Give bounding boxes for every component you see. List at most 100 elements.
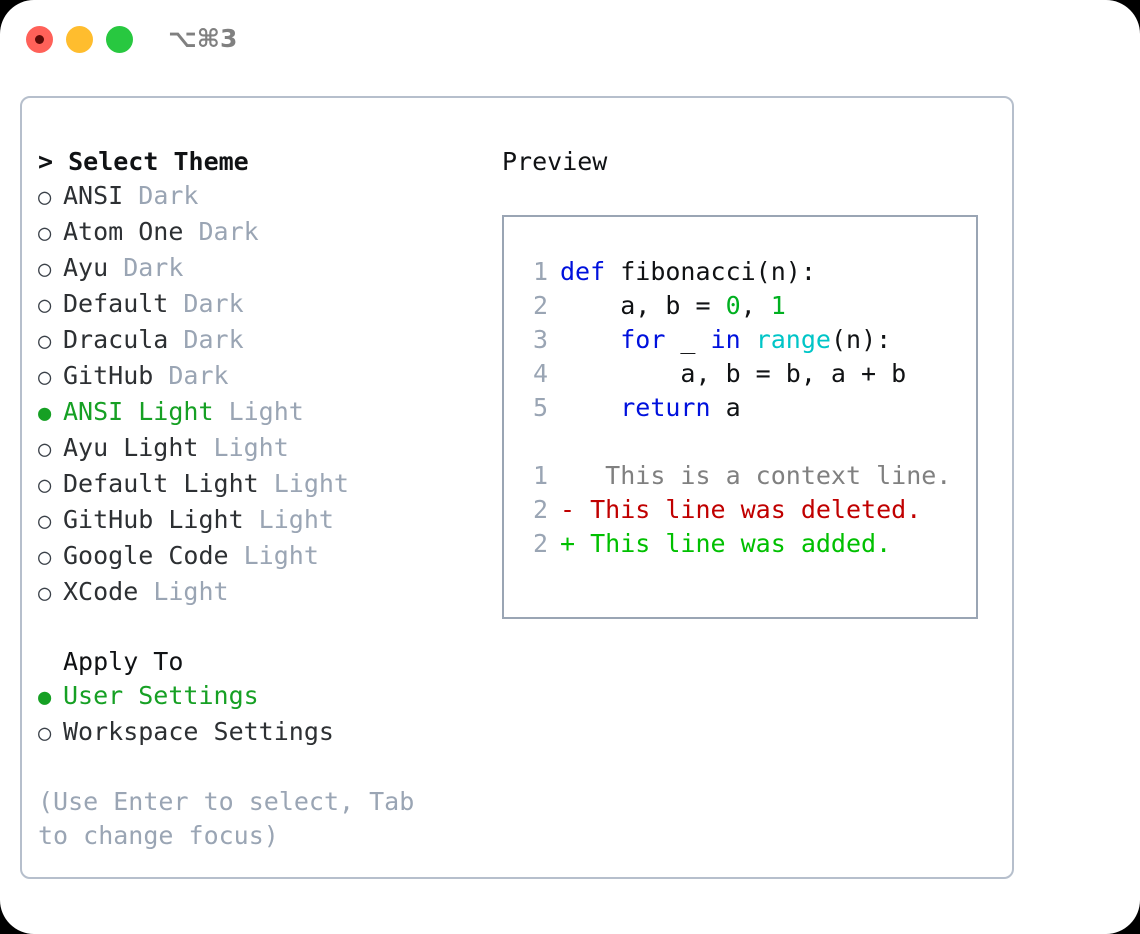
- preview-label: Preview: [502, 147, 608, 176]
- diff-line: 2- This line was deleted.: [518, 493, 976, 527]
- diff-marker: +: [560, 529, 576, 558]
- diff-line: 1 This is a context line.: [518, 459, 976, 493]
- radio-unselected-icon: ○: [38, 329, 52, 354]
- close-button[interactable]: [26, 26, 53, 53]
- theme-kind-badge: Light: [243, 505, 334, 534]
- theme-list-item[interactable]: ●ANSI Light Light: [38, 395, 488, 431]
- theme-kind-badge: Dark: [168, 289, 244, 318]
- radio-selected-icon: ●: [38, 685, 52, 710]
- diff-text: This is a context line.: [575, 461, 952, 490]
- list-spacer: [38, 611, 488, 645]
- radio-unselected-icon: ○: [38, 581, 52, 606]
- radio-unselected-icon: ○: [38, 185, 52, 210]
- code-token: a, b = b, a + b: [560, 359, 907, 388]
- theme-kind-badge: Dark: [108, 253, 184, 282]
- theme-selector-column: > Select Theme ○ANSI Dark○Atom One Dark○…: [38, 145, 488, 853]
- theme-name-label: ANSI: [63, 181, 124, 210]
- code-token: [560, 391, 620, 425]
- theme-list-item[interactable]: ○ Default Light Light: [38, 467, 488, 503]
- theme-kind-badge: Light: [138, 577, 229, 606]
- theme-name-label: Dracula: [63, 325, 169, 354]
- code-token: [560, 323, 620, 357]
- theme-list: ○ ANSI Dark ○ Atom One Dark ○ Ayu Dark ○ Defaul…: [38, 179, 488, 611]
- minimize-button[interactable]: [66, 26, 93, 53]
- code-token: (n):: [830, 325, 892, 354]
- diff-text: This line was deleted.: [575, 495, 922, 524]
- radio-unselected-icon: ○: [38, 293, 52, 318]
- diff-text: This line was added.: [575, 529, 892, 558]
- theme-name-label: Google Code: [63, 541, 229, 570]
- diff-line: 2+ This line was added.: [518, 527, 976, 561]
- theme-name-label: GitHub: [63, 361, 154, 390]
- theme-name-label: Default Light: [63, 469, 259, 498]
- title-bar: ⌥⌘3: [0, 0, 1140, 78]
- theme-name-label: GitHub Light: [63, 505, 244, 534]
- radio-unselected-icon: ○: [38, 365, 52, 390]
- code-diff-gap: [518, 425, 976, 459]
- radio-unselected-icon: ○: [38, 721, 52, 746]
- apply-to-label: User Settings: [63, 681, 259, 710]
- code-token: a: [710, 393, 741, 422]
- theme-kind-badge: Light: [213, 397, 304, 426]
- line-number: 4: [532, 359, 548, 388]
- theme-list-item[interactable]: ○ Ayu Dark: [38, 251, 488, 287]
- theme-kind-badge: Light: [228, 541, 319, 570]
- code-token: range: [755, 325, 831, 354]
- apply-to-label: Workspace Settings: [63, 717, 334, 746]
- theme-list-item[interactable]: ○ Google Code Light: [38, 539, 488, 575]
- theme-kind-badge: Dark: [183, 217, 259, 246]
- theme-list-item[interactable]: ○ GitHub Dark: [38, 359, 488, 395]
- code-token: in: [710, 325, 741, 354]
- keyboard-hint-text: (Use Enter to select, Tab to change focu…: [38, 787, 430, 850]
- theme-list-item[interactable]: ○ Ayu Light Light: [38, 431, 488, 467]
- line-number: 3: [532, 325, 548, 354]
- code-token: return: [620, 393, 711, 422]
- radio-unselected-icon: ○: [38, 545, 52, 570]
- code-line: 2 a, b = 0, 1: [518, 289, 976, 323]
- diff-marker: [560, 459, 575, 493]
- theme-kind-badge: Light: [198, 433, 289, 462]
- code-token: 0: [725, 291, 741, 320]
- line-number: 1: [532, 461, 548, 490]
- theme-kind-badge: Light: [258, 469, 349, 498]
- code-token: def: [560, 257, 621, 286]
- diff-sample: 1 This is a context line.2- This line wa…: [518, 459, 976, 561]
- theme-list-item[interactable]: ○Dracula Dark: [38, 323, 488, 359]
- radio-unselected-icon: ○: [38, 473, 52, 498]
- code-token: 1: [770, 291, 786, 320]
- radio-unselected-icon: ○: [38, 221, 52, 246]
- diff-marker: -: [560, 495, 576, 524]
- select-theme-header: > Select Theme: [38, 147, 249, 176]
- recording-indicator-icon: [35, 35, 44, 44]
- theme-kind-badge: Dark: [123, 181, 199, 210]
- code-line: 4 a, b = b, a + b: [518, 357, 976, 391]
- apply-to-option[interactable]: ● User Settings: [38, 679, 488, 715]
- maximize-button[interactable]: [106, 26, 133, 53]
- theme-name-label: Ayu Light: [63, 433, 199, 462]
- apply-to-option[interactable]: ○ Workspace Settings: [38, 715, 488, 751]
- radio-unselected-icon: ○: [38, 509, 52, 534]
- theme-name-label: Atom One: [63, 217, 184, 246]
- code-token: ,: [740, 291, 771, 320]
- theme-list-item[interactable]: ○ ANSI Dark: [38, 179, 488, 215]
- line-number: 5: [532, 393, 548, 422]
- theme-name-label: ANSI Light: [63, 397, 214, 426]
- radio-unselected-icon: ○: [38, 437, 52, 462]
- theme-list-item[interactable]: ○XCode Light: [38, 575, 488, 611]
- theme-kind-badge: Dark: [153, 361, 229, 390]
- code-token: [741, 323, 756, 357]
- line-number: 2: [532, 291, 548, 320]
- radio-unselected-icon: ○: [38, 257, 52, 282]
- theme-list-item[interactable]: ○ Default Dark: [38, 287, 488, 323]
- theme-name-label: Default: [63, 289, 169, 318]
- theme-list-item[interactable]: ○ Atom One Dark: [38, 215, 488, 251]
- main-panel: > Select Theme ○ANSI Dark○Atom One Dark○…: [20, 96, 1014, 879]
- theme-list-item[interactable]: ○ GitHub Light Light: [38, 503, 488, 539]
- code-token: fibonacci(n):: [620, 257, 816, 286]
- code-line: 5 return a: [518, 391, 976, 425]
- code-line: 3 for _ in range(n):: [518, 323, 976, 357]
- theme-name-label: Ayu: [63, 253, 109, 282]
